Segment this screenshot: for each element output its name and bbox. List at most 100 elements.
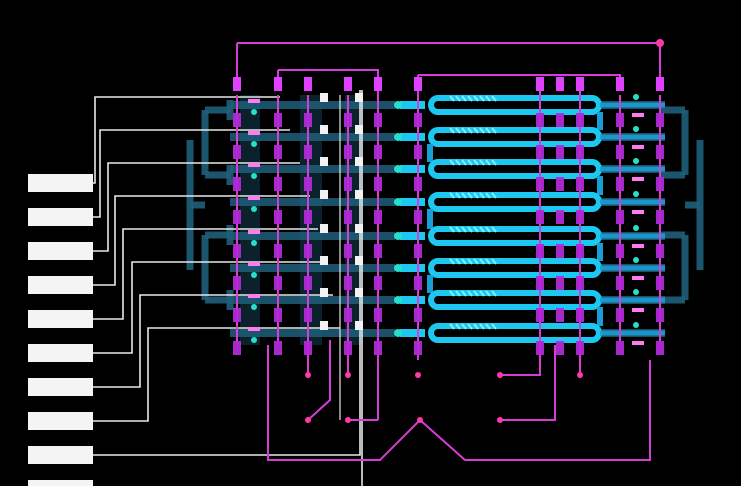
outlet-port-icon [497, 372, 503, 378]
electrode-contact [355, 321, 363, 330]
channel-hatch [485, 127, 491, 134]
valve-icon [414, 113, 422, 127]
valve-icon [374, 113, 382, 127]
valve-icon [616, 276, 624, 290]
channel-hatch [485, 226, 491, 233]
valve-icon [616, 210, 624, 224]
valve-icon [616, 308, 624, 322]
channel-hatch [455, 159, 461, 166]
valve-icon [304, 308, 312, 322]
channel-hatch [479, 258, 485, 265]
bead-marker [633, 257, 639, 263]
valve-icon [374, 177, 382, 191]
control-line [500, 345, 556, 421]
electrode-lead [93, 129, 290, 218]
electrode-contact [320, 224, 328, 233]
valve-icon [632, 276, 644, 280]
bead-marker [394, 232, 402, 240]
valve-icon [374, 308, 382, 322]
valve-icon [632, 177, 644, 181]
valve-icon [344, 244, 352, 258]
valve-icon [274, 113, 282, 127]
channel-hatch [461, 323, 467, 330]
channel-hatch [485, 95, 491, 102]
channel-hatch [461, 159, 467, 166]
valve-icon [616, 341, 624, 355]
valve-array [233, 77, 664, 355]
channel-hatch [455, 127, 461, 134]
valve-icon [344, 210, 352, 224]
bead-marker [251, 337, 257, 343]
channel-hatch [455, 323, 461, 330]
channel-hatch [467, 290, 473, 297]
outlet-port-icon [305, 417, 311, 423]
electrode-contact [355, 288, 363, 297]
channel-hatch [473, 127, 479, 134]
valve-icon [248, 294, 260, 298]
electrode-lead [93, 90, 361, 456]
valve-icon [656, 210, 664, 224]
valve-icon [556, 77, 564, 91]
bead-marker [394, 133, 402, 141]
electrode-lead [93, 96, 280, 184]
outlet-port-icon [345, 372, 351, 378]
valve-icon [616, 113, 624, 127]
electrode-contact [355, 224, 363, 233]
valve-icon [248, 163, 260, 167]
valve-icon [374, 341, 382, 355]
valve-icon [304, 77, 312, 91]
valve-icon [656, 276, 664, 290]
bead-marker [251, 272, 257, 278]
valve-icon [556, 276, 564, 290]
valve-icon [233, 341, 241, 355]
electrode-contact [355, 190, 363, 199]
valve-icon [274, 145, 282, 159]
valve-icon [414, 77, 422, 91]
valve-icon [536, 210, 544, 224]
serpentine-loop [428, 127, 602, 147]
valve-icon [304, 210, 312, 224]
electrode-contact [355, 256, 363, 265]
valve-icon [536, 177, 544, 191]
valve-icon [536, 244, 544, 258]
electrode-contact [320, 190, 328, 199]
bead-marker [633, 289, 639, 295]
valve-icon [576, 77, 584, 91]
control-line [278, 69, 379, 420]
outlet-port-icon [497, 417, 503, 423]
outlet-port-icon [345, 417, 351, 423]
contact-pad [28, 208, 93, 226]
control-line [237, 42, 661, 90]
electrode-lead [93, 228, 318, 320]
valve-icon [656, 145, 664, 159]
channel-hatch [479, 290, 485, 297]
valve-icon [656, 113, 664, 127]
channel-hatch [491, 226, 497, 233]
valve-icon [248, 262, 260, 266]
channel-hatch [455, 192, 461, 199]
valve-icon [616, 177, 624, 191]
channel-hatch [473, 290, 479, 297]
valve-icon [374, 77, 382, 91]
bead-marker [633, 158, 639, 164]
channel-hatch [485, 159, 491, 166]
bead-marker [394, 329, 402, 337]
channel-hatch [461, 127, 467, 134]
bead-marker [394, 165, 402, 173]
channel-hatch [455, 290, 461, 297]
valve-icon [556, 308, 564, 322]
bead-marker [251, 240, 257, 246]
outlet-port-icon [417, 417, 423, 423]
channel-hatch [491, 290, 497, 297]
channel-hatch [473, 226, 479, 233]
contact-pad [28, 310, 93, 328]
electrode-contact [320, 93, 328, 102]
valve-icon [536, 276, 544, 290]
serpentine-loop [428, 159, 602, 179]
valve-icon [233, 276, 241, 290]
valve-icon [656, 308, 664, 322]
bead-marker [251, 304, 257, 310]
channel-hatch [491, 323, 497, 330]
valve-icon [374, 244, 382, 258]
